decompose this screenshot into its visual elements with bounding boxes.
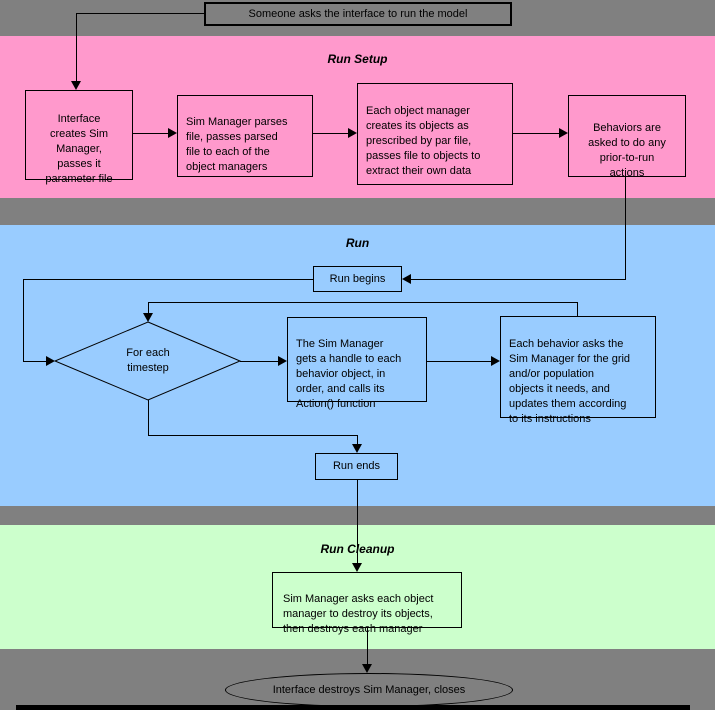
arrowhead-into-behavior — [491, 356, 500, 366]
run-ends-label: Run ends — [332, 460, 381, 472]
setup-node-2-label: Sim Manager parses file, passes parsed f… — [186, 116, 288, 173]
setup-node-4-label: Behaviors are asked to do any prior-to-r… — [588, 122, 666, 179]
run-node-behavior: Each behavior asks the Sim Manager for t… — [500, 316, 656, 425]
connector-start-v — [76, 13, 77, 82]
setup-band-title: Run Setup — [327, 52, 388, 66]
terminal-node-label: Interface destroys Sim Manager, closes — [272, 684, 466, 696]
setup-node-sim-manager-parses: Sim Manager parses file, passes parsed f… — [177, 95, 313, 177]
setup-node-1-label: Interface creates Sim Manager, passes it… — [45, 113, 113, 185]
connector-loop-up — [577, 302, 578, 317]
arrowhead-into-run-begins — [402, 274, 411, 284]
connector-diamond-bottom — [148, 400, 149, 436]
arrowhead-setup-4 — [559, 128, 568, 138]
arrowhead-into-simmgr — [278, 356, 287, 366]
run-node-sim-manager: The Sim Manager gets a handle to each be… — [287, 317, 427, 410]
arrowhead-into-diamond-left — [46, 356, 55, 366]
connector-diamond-simmgr — [240, 361, 279, 362]
arrowhead-into-setup1 — [71, 81, 81, 90]
run-node-behavior-label: Each behavior asks the Sim Manager for t… — [509, 338, 631, 425]
connector-begin-right — [23, 361, 47, 362]
arrowhead-setup-2 — [168, 128, 177, 138]
run-ends-node: Run ends — [315, 453, 398, 480]
connector-runends-down — [357, 435, 358, 445]
run-band-title: Run — [345, 236, 370, 250]
connector-setup-3-4 — [513, 133, 559, 134]
connector-behaviors-left — [411, 279, 626, 280]
connector-loop-down — [148, 302, 149, 314]
connector-simmgr-behavior — [427, 361, 492, 362]
setup-node-object-manager-creates: Each object manager creates its objects … — [357, 83, 513, 185]
connector-loop-left — [148, 302, 578, 303]
connector-begin-left — [23, 279, 313, 280]
cleanup-node-destroy-label: Sim Manager asks each object manager to … — [283, 593, 434, 635]
connector-setup-1-2 — [133, 133, 168, 134]
arrowhead-into-run-ends — [352, 444, 362, 453]
arrowhead-into-terminal — [362, 664, 372, 673]
connector-setup-2-3 — [313, 133, 348, 134]
setup-node-3-label: Each object manager creates its objects … — [366, 105, 481, 177]
connector-runends-cleanup — [357, 480, 358, 563]
arrowhead-setup-3 — [348, 128, 357, 138]
run-begins-label: Run begins — [329, 272, 386, 285]
start-node: Someone asks the interface to run the mo… — [204, 2, 512, 26]
connector-cleanup-terminal — [367, 628, 368, 664]
decision-diamond-label: For each timestep — [126, 347, 170, 374]
bottom-border-strip — [16, 705, 690, 710]
run-node-sim-manager-label: The Sim Manager gets a handle to each be… — [296, 338, 402, 410]
setup-node-behaviors-prior-run: Behaviors are asked to do any prior-to-r… — [568, 95, 686, 179]
connector-start-h — [76, 13, 204, 14]
arrowhead-into-cleanup — [352, 563, 362, 572]
connector-behaviors-down — [625, 177, 626, 280]
connector-begin-down — [23, 279, 24, 362]
setup-node-interface-creates: Interface creates Sim Manager, passes it… — [25, 90, 133, 185]
arrowhead-into-diamond-top — [143, 313, 153, 322]
cleanup-node-destroy: Sim Manager asks each object manager to … — [272, 572, 462, 635]
start-node-label: Someone asks the interface to run the mo… — [248, 7, 468, 20]
run-begins-node: Run begins — [313, 266, 402, 292]
connector-diamond-bottom-right — [148, 435, 358, 436]
terminal-node: Interface destroys Sim Manager, closes — [225, 673, 513, 707]
